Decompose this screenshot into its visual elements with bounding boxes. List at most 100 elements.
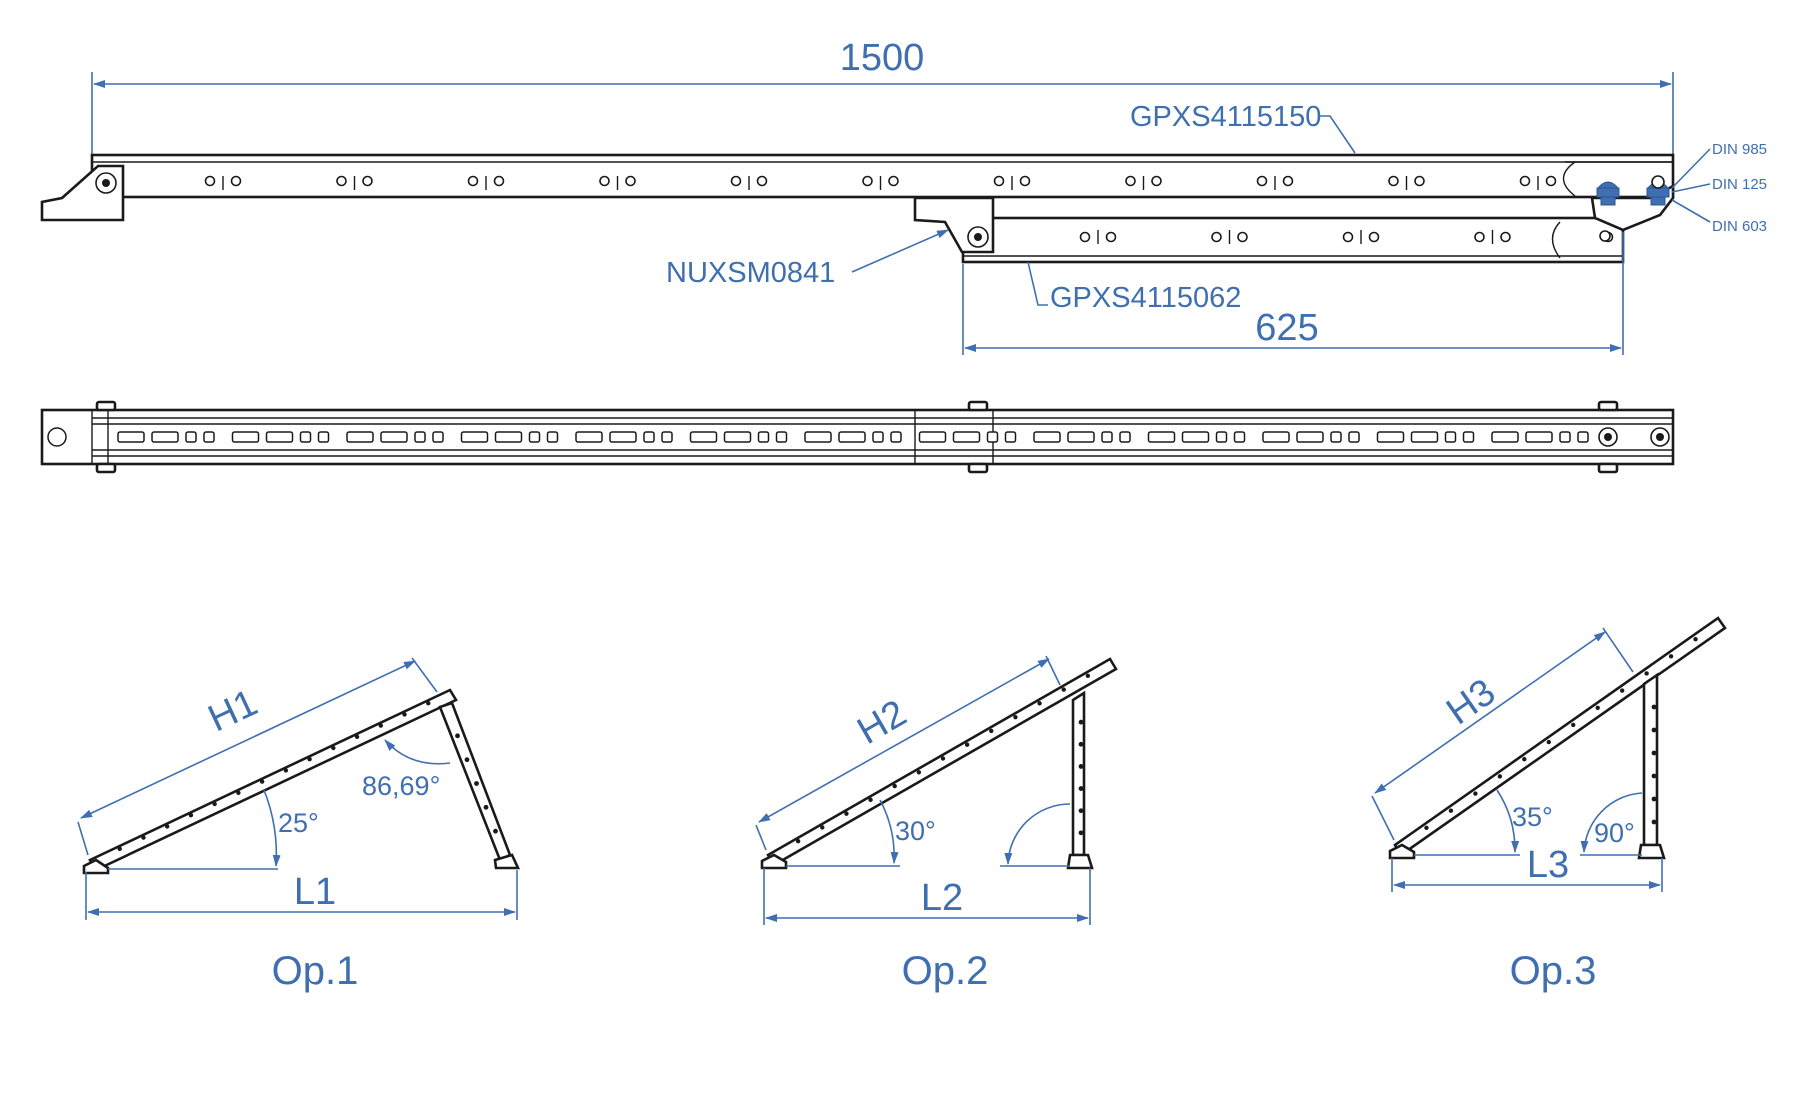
rail-slot: [890, 431, 902, 443]
top-left-foot-slot: [47, 427, 67, 447]
rail-hole: [1013, 714, 1018, 720]
leg-hole: [474, 781, 479, 786]
rail-hole: [1019, 175, 1031, 187]
leg-hole: [1078, 719, 1084, 725]
op2-h-dimension: [758, 658, 1050, 823]
rail-slot: [986, 431, 999, 443]
rail-hole: [625, 175, 636, 187]
lower-length-label: 625: [1255, 307, 1318, 349]
rail-slot: [804, 431, 832, 443]
op1-option-label: Op.1: [272, 949, 359, 993]
op3-option-label: Op.3: [1510, 949, 1597, 993]
op2-support-leg: [1071, 690, 1086, 857]
op2-option-label: Op.2: [902, 949, 989, 993]
rail-slot: [1577, 431, 1589, 443]
rail-slot: [1376, 431, 1405, 443]
rail-slot: [1067, 431, 1095, 443]
fastener-leader-3: [1671, 199, 1711, 223]
rail-slot: [185, 431, 197, 443]
leg-hole: [1078, 830, 1084, 836]
top-rail-clips: [95, 400, 1619, 474]
op2-h-label: H2: [850, 692, 913, 753]
rail-slot: [1004, 431, 1017, 443]
op2-leg-holes: [1078, 719, 1084, 836]
rail-clip: [1597, 462, 1619, 474]
leg-hole: [455, 733, 460, 739]
rail-hole: [1414, 175, 1425, 187]
op1-tilt-arc: [263, 789, 281, 867]
op1-h-ext-2: [411, 657, 438, 693]
rail-slot: [317, 431, 330, 443]
leg-hole: [1078, 786, 1084, 791]
rail-hole: [1693, 636, 1698, 642]
rail-slot: [1101, 431, 1113, 443]
rail-hole: [888, 175, 899, 187]
op1-h-label: H1: [202, 682, 264, 741]
rail-hole: [1237, 231, 1248, 243]
top-end-bolt-1-center: [1604, 433, 1612, 441]
rail-hole: [1497, 774, 1503, 779]
op3-support-label: 90°: [1594, 818, 1635, 848]
fastener-label-2: DIN 125: [1712, 176, 1767, 193]
rail-slot: [643, 431, 655, 443]
left-foot-pivot-center: [102, 179, 110, 187]
op3-panel-rail: [1393, 616, 1727, 857]
rail-hole: [283, 768, 289, 773]
rail-hole: [730, 175, 742, 187]
op1-l-label: L1: [294, 871, 336, 913]
op2-tilt-arc: [879, 799, 899, 864]
rail-slot: [299, 431, 312, 443]
upper-rail-holes: [204, 175, 1557, 190]
rail-hole: [354, 734, 360, 739]
op3-h-ext-1: [1371, 795, 1395, 841]
fastener-label-3: DIN 603: [1712, 218, 1767, 235]
rail-hole: [1282, 175, 1294, 187]
bolt-assembly-left: [1596, 181, 1620, 206]
rail-hole: [1368, 231, 1380, 243]
rail-hole: [1105, 231, 1117, 243]
rail-slot: [575, 431, 603, 443]
op3-h-dimension: [1374, 631, 1606, 794]
right-bracket-lower-hole: [1599, 230, 1611, 242]
rail-slot: [1233, 431, 1246, 443]
rail-slot: [872, 431, 884, 443]
rail-slot: [1330, 431, 1342, 443]
rail-slot: [952, 431, 981, 443]
rail-hole: [230, 175, 242, 187]
lower-rail-code-leader: [1027, 261, 1048, 306]
rail-slot: [1525, 431, 1553, 443]
leg-hole: [1078, 741, 1084, 747]
rail-slot: [460, 431, 489, 443]
rail-code-label: GPXS4115150: [1130, 101, 1321, 133]
rail-hole: [989, 728, 994, 734]
rail-slot: [1444, 431, 1457, 443]
rail-hole: [188, 813, 194, 818]
side-view: 1500 GPXS4115150 NUXSM0841 GPXS4115062: [40, 37, 1767, 355]
rail-clip: [95, 400, 117, 412]
rail-hole: [1079, 231, 1091, 243]
config-op3: H3 35° 90° L3 Op.3: [1371, 616, 1727, 993]
rail-slot: [203, 431, 215, 443]
rail-slot: [151, 431, 179, 443]
leg-hole: [1651, 819, 1657, 825]
op2-support-arc: [1004, 803, 1071, 865]
op3-right-foot: [1637, 843, 1666, 860]
config-op1: H1 25° 86,69° L1 Op.1: [77, 657, 521, 993]
rail-slot: [918, 431, 947, 443]
rail-hole: [1571, 722, 1576, 728]
rail-slot: [1033, 431, 1061, 443]
fastener-label-1: DIN 985: [1712, 141, 1767, 158]
leg-hole: [1651, 796, 1657, 802]
rail-hole: [1085, 673, 1091, 678]
rail-hole: [165, 824, 170, 829]
upper-rail-end-curve: [1562, 161, 1576, 197]
rail-hole: [1151, 175, 1162, 187]
config-op2: H2 30° L2 Op.2: [755, 655, 1118, 993]
rail-slot: [432, 431, 444, 443]
leg-hole: [483, 804, 489, 810]
rail-hole: [331, 745, 336, 751]
op2-left-foot: [760, 853, 788, 870]
top-rail-slots: [117, 431, 1589, 443]
top-view: [40, 400, 1675, 474]
rail-slot: [414, 431, 426, 443]
